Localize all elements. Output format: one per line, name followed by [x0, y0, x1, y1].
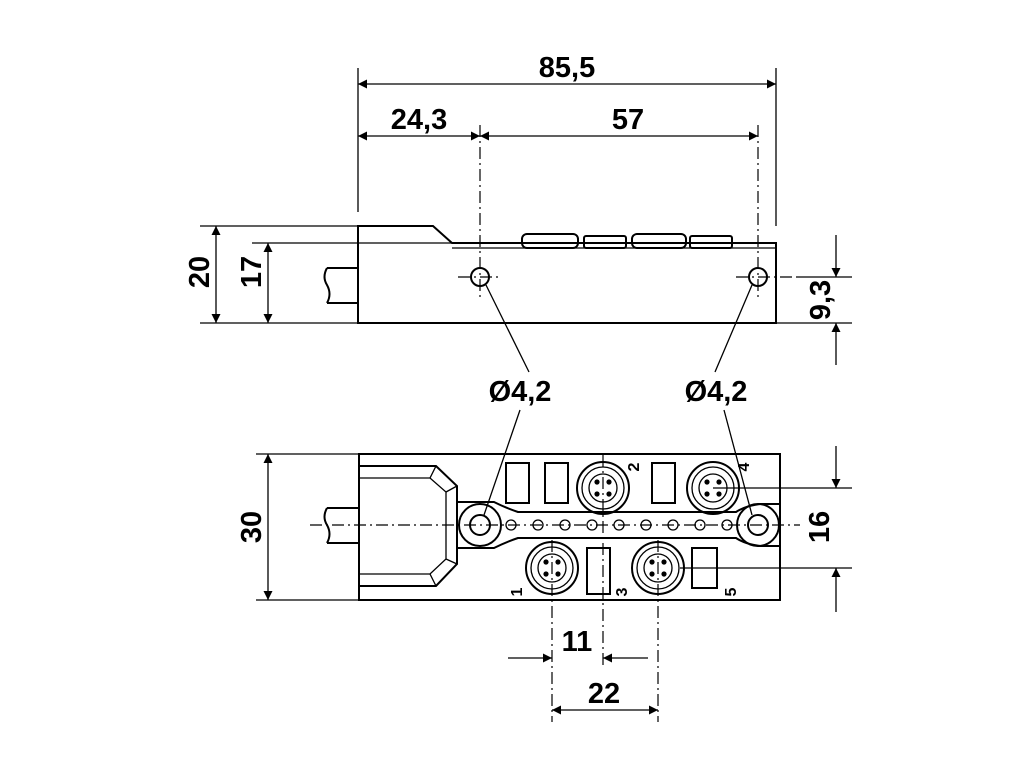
port-number-2: 2 — [626, 462, 643, 471]
led-window — [544, 462, 569, 504]
dim-hole-diameter-left: Ø4,2 — [489, 376, 552, 408]
port-number-1: 1 — [509, 587, 526, 596]
dim-body-height: 17 — [236, 256, 268, 288]
port-number-3: 3 — [614, 587, 631, 596]
dim-width: 30 — [236, 511, 268, 543]
led-window — [651, 462, 676, 504]
side-cable-break — [323, 267, 331, 304]
dim-port-row-spacing: 16 — [804, 511, 836, 543]
dim-left-offset: 24,3 — [391, 104, 447, 136]
cable-gland-inner — [359, 477, 447, 575]
top-view — [310, 453, 800, 722]
port-number-4: 4 — [736, 462, 753, 471]
cable-gland-outer — [359, 465, 458, 587]
dim-hole-height: 9,3 — [805, 280, 837, 320]
side-body-outline — [357, 225, 777, 324]
port-number-5: 5 — [723, 587, 740, 596]
dim-hole-spacing: 57 — [612, 104, 644, 136]
led-window — [505, 462, 530, 504]
side-connector-cap — [521, 233, 579, 249]
side-led-cap — [689, 235, 733, 249]
center-band-bottom — [457, 537, 780, 549]
side-dimension-lines — [211, 79, 841, 365]
top-extension-lines — [256, 453, 852, 601]
dim-hole-diameter-right: Ø4,2 — [685, 376, 748, 408]
leader-lines — [483, 284, 753, 516]
top-dimension-lines — [263, 446, 841, 715]
side-connector-cap — [631, 233, 687, 249]
dim-overall-length: 85,5 — [539, 52, 595, 84]
led-window — [586, 547, 611, 595]
dim-total-height: 20 — [184, 256, 216, 288]
dim-port-pitch-half: 11 — [562, 626, 593, 658]
top-body-outline — [358, 453, 781, 601]
side-led-cap — [583, 235, 627, 249]
dim-port-pitch: 22 — [588, 678, 620, 710]
side-view — [323, 125, 798, 324]
